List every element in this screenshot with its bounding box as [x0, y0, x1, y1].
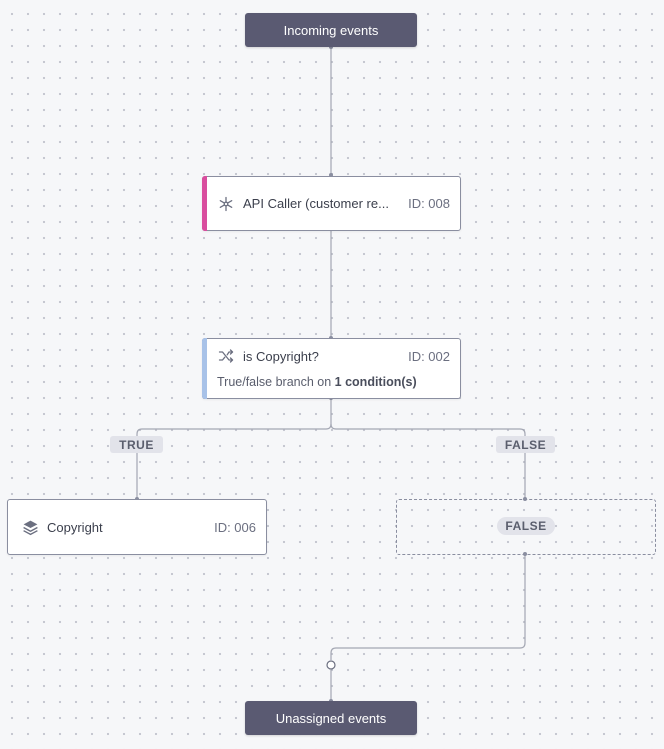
condition-node[interactable]: is Copyright? ID: 002 True/false branch …	[202, 338, 461, 399]
false-branch-text: FALSE	[504, 437, 547, 452]
api-caller-node[interactable]: API Caller (customer re... ID: 008	[202, 176, 461, 231]
condition-id: ID: 002	[408, 348, 450, 364]
false-placeholder-label: FALSE	[497, 517, 555, 535]
edge-condition-to-false	[330, 423, 526, 499]
copyright-title: Copyright	[47, 519, 103, 535]
condition-count: 1 condition(s)	[334, 375, 417, 389]
edge-condition-to-true	[136, 398, 332, 499]
false-placeholder-text: FALSE	[505, 519, 547, 533]
incoming-events-node[interactable]: Incoming events	[245, 13, 417, 47]
edge-false-to-merge	[330, 553, 526, 660]
merge-junction	[326, 660, 336, 670]
condition-title: is Copyright?	[243, 348, 319, 364]
true-branch-text: TRUE	[119, 437, 154, 452]
true-branch-label: TRUE	[110, 436, 163, 453]
api-caller-title: API Caller (customer re...	[243, 196, 389, 211]
shuffle-icon	[217, 347, 235, 365]
unassigned-events-label: Unassigned events	[275, 710, 387, 726]
false-branch-label: FALSE	[496, 436, 555, 453]
api-caller-accent	[202, 176, 207, 231]
copyright-node[interactable]: Copyright ID: 006	[7, 499, 267, 555]
api-caller-id: ID: 008	[408, 196, 450, 211]
condition-description-prefix: True/false branch on	[217, 375, 335, 389]
layers-icon	[21, 518, 39, 536]
incoming-events-label: Incoming events	[283, 22, 379, 38]
unassigned-events-node[interactable]: Unassigned events	[245, 701, 417, 735]
network-hub-icon	[217, 195, 235, 213]
condition-description: True/false branch on 1 condition(s)	[217, 375, 417, 389]
copyright-id: ID: 006	[214, 519, 256, 535]
false-branch-placeholder[interactable]: FALSE	[396, 499, 656, 555]
condition-accent	[202, 338, 207, 399]
